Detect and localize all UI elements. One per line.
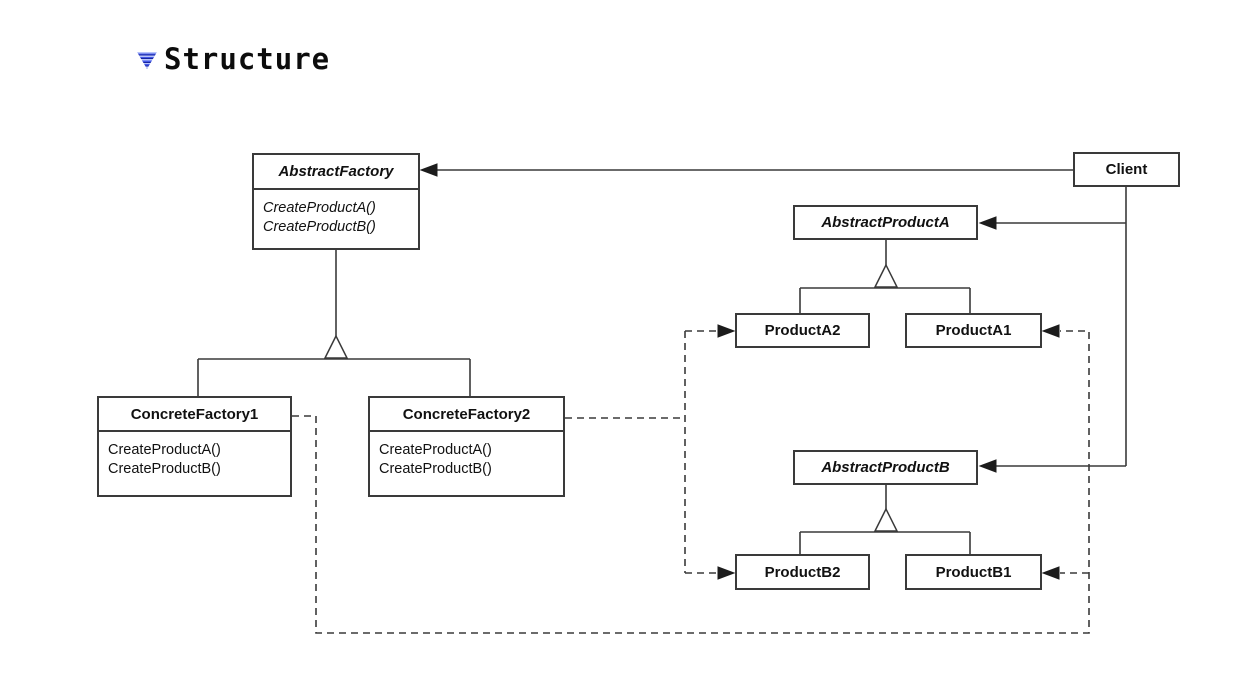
class-title: ProductA1: [935, 322, 1012, 339]
section-title: Structure: [164, 42, 331, 76]
edge-concrete-factory2-creates: [565, 324, 736, 580]
class-title: ConcreteFactory1: [130, 405, 259, 423]
class-concrete-factory2: ConcreteFactory2 CreateProductA() Create…: [368, 396, 565, 497]
class-product-a2: ProductA2: [735, 313, 870, 348]
class-methods: CreateProductA() CreateProductB(): [99, 430, 290, 479]
class-product-b1: ProductB1: [905, 554, 1042, 590]
edge-client-to-abstract-products: [978, 187, 1127, 473]
class-title: ProductB2: [764, 563, 841, 581]
method: CreateProductB(): [263, 219, 376, 235]
class-title: ConcreteFactory2: [402, 405, 531, 423]
structure-heading: Structure: [137, 42, 330, 76]
class-methods: CreateProductA() CreateProductB(): [370, 430, 563, 479]
method: CreateProductB(): [108, 461, 221, 477]
class-abstract-product-b: AbstractProductB: [793, 450, 978, 485]
class-product-b2: ProductB2: [735, 554, 870, 590]
method: CreateProductB(): [379, 461, 492, 477]
class-title: AbstractProductB: [821, 459, 950, 476]
class-abstract-product-a: AbstractProductA: [793, 205, 978, 240]
class-client: Client: [1073, 152, 1180, 187]
class-title: AbstractFactory: [278, 163, 394, 180]
class-title: Client: [1105, 161, 1148, 178]
edge-inheritance-concrete-factories: [197, 250, 471, 397]
edge-inheritance-product-b: [799, 485, 971, 555]
class-methods: CreateProductA() CreateProductB(): [254, 188, 418, 237]
edge-client-to-abstract-factory: [419, 163, 1073, 177]
edge-concrete-factory1-creates: [292, 324, 1090, 634]
class-product-a1: ProductA1: [905, 313, 1042, 348]
method: CreateProductA(): [263, 200, 376, 216]
class-abstract-factory: AbstractFactory CreateProductA() CreateP…: [252, 153, 420, 250]
class-title: AbstractProductA: [821, 214, 950, 231]
edge-inheritance-product-a: [799, 240, 971, 314]
class-concrete-factory1: ConcreteFactory1 CreateProductA() Create…: [97, 396, 292, 497]
class-title: ProductA2: [764, 322, 841, 339]
method: CreateProductA(): [379, 442, 492, 458]
method: CreateProductA(): [108, 442, 221, 458]
class-title: ProductB1: [935, 563, 1012, 581]
